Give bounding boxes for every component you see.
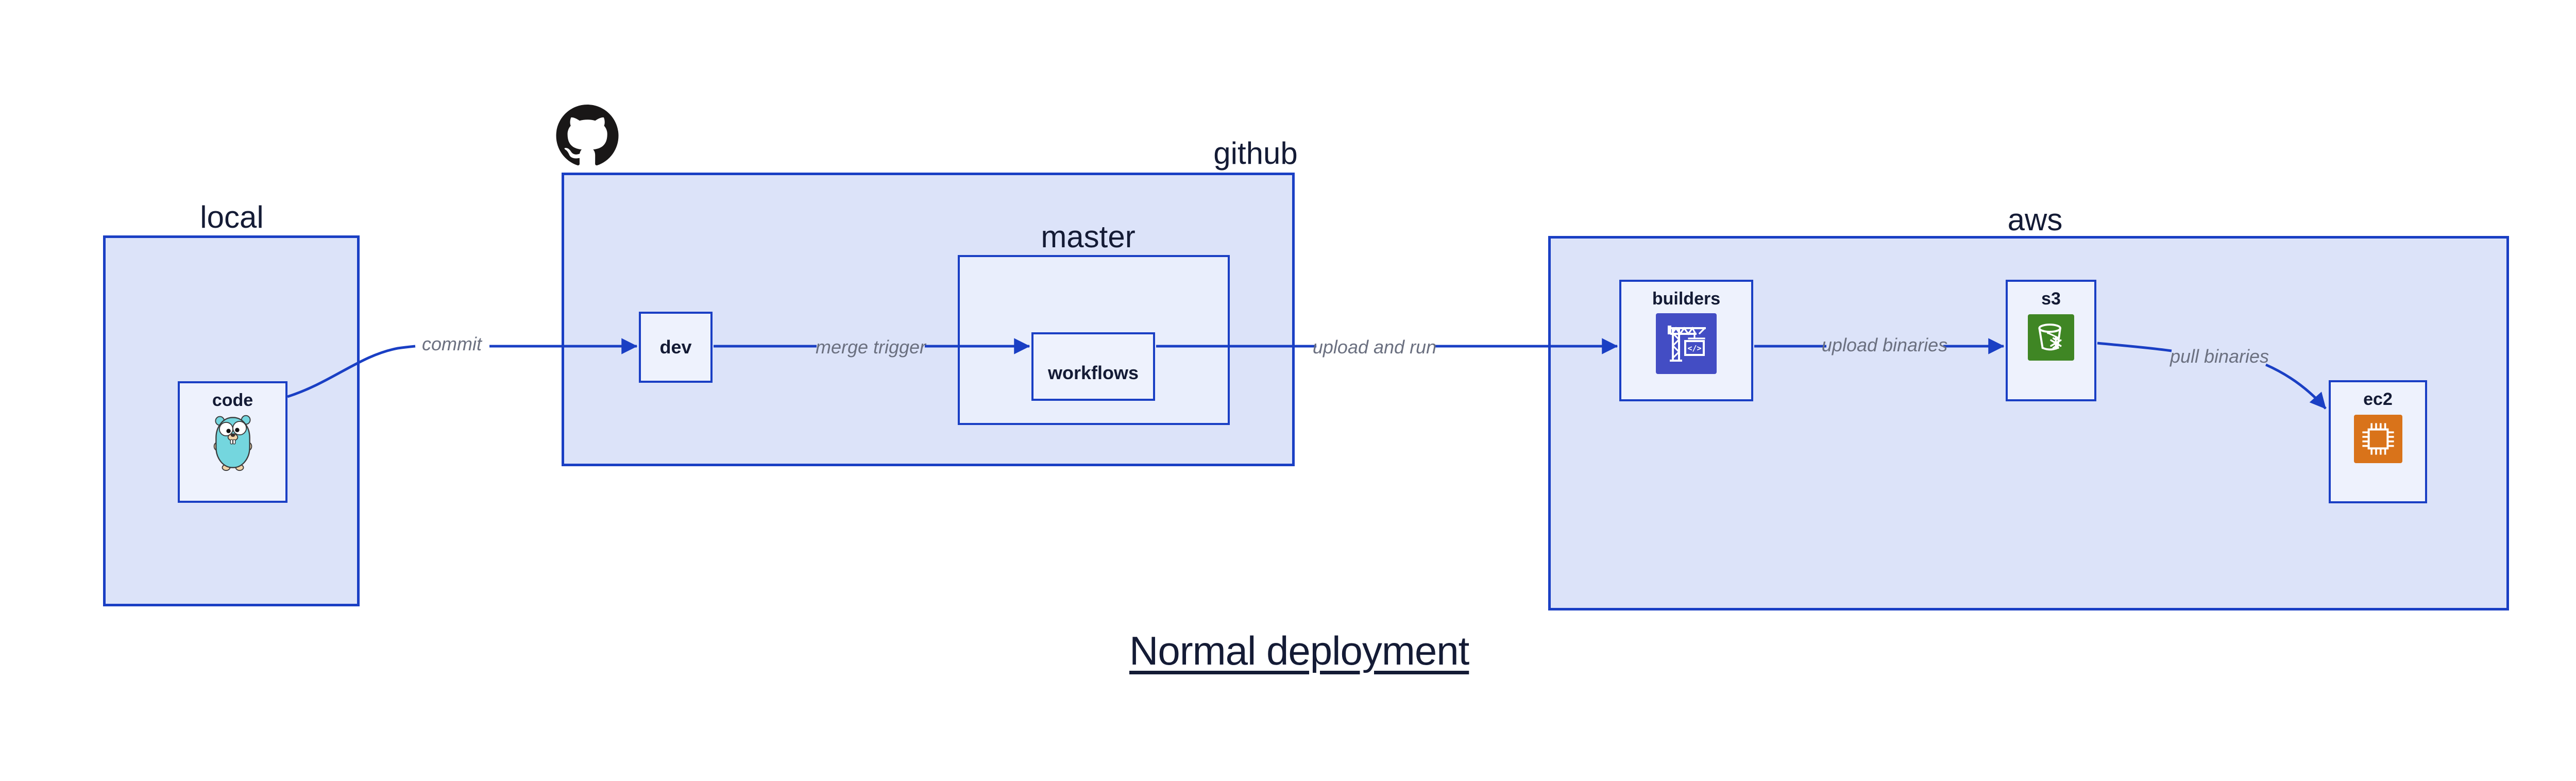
group-label-github: github xyxy=(1213,136,1298,171)
node-label-s3: s3 xyxy=(2041,289,2061,309)
edge-label-merge-trigger: merge trigger xyxy=(815,336,926,358)
edge-label-upload-and-run: upload and run xyxy=(1312,336,1437,358)
aws-codebuild-icon: </> xyxy=(1656,313,1717,374)
node-dev: dev xyxy=(639,312,713,383)
node-code: code xyxy=(178,381,287,503)
edge-label-commit: commit xyxy=(422,333,482,354)
node-label-ec2: ec2 xyxy=(2363,389,2393,409)
node-label-code: code xyxy=(212,390,253,410)
svg-text:</>: </> xyxy=(1687,344,1701,353)
node-label-builders: builders xyxy=(1652,289,1721,309)
edge-label-upload-binaries: upload binaries xyxy=(1821,334,1948,355)
aws-s3-glacier-icon xyxy=(2028,314,2074,361)
node-workflows: workflows xyxy=(1031,332,1155,401)
node-label-workflows: workflows xyxy=(1047,362,1139,383)
go-gopher-icon xyxy=(211,414,255,474)
group-label-master: master xyxy=(1041,219,1136,254)
node-builders: builders </> xyxy=(1619,280,1753,401)
node-s3: s3 xyxy=(2006,280,2096,401)
aws-ec2-icon xyxy=(2353,415,2402,463)
edge-label-pull-binaries: pull binaries xyxy=(2170,346,2269,367)
page-title: Normal deployment xyxy=(1129,628,1469,673)
node-ec2: ec2 xyxy=(2329,380,2427,503)
group-label-local: local xyxy=(200,200,264,234)
node-label-dev: dev xyxy=(659,336,692,358)
github-octocat-logo xyxy=(555,105,619,167)
group-label-aws: aws xyxy=(2007,202,2063,237)
